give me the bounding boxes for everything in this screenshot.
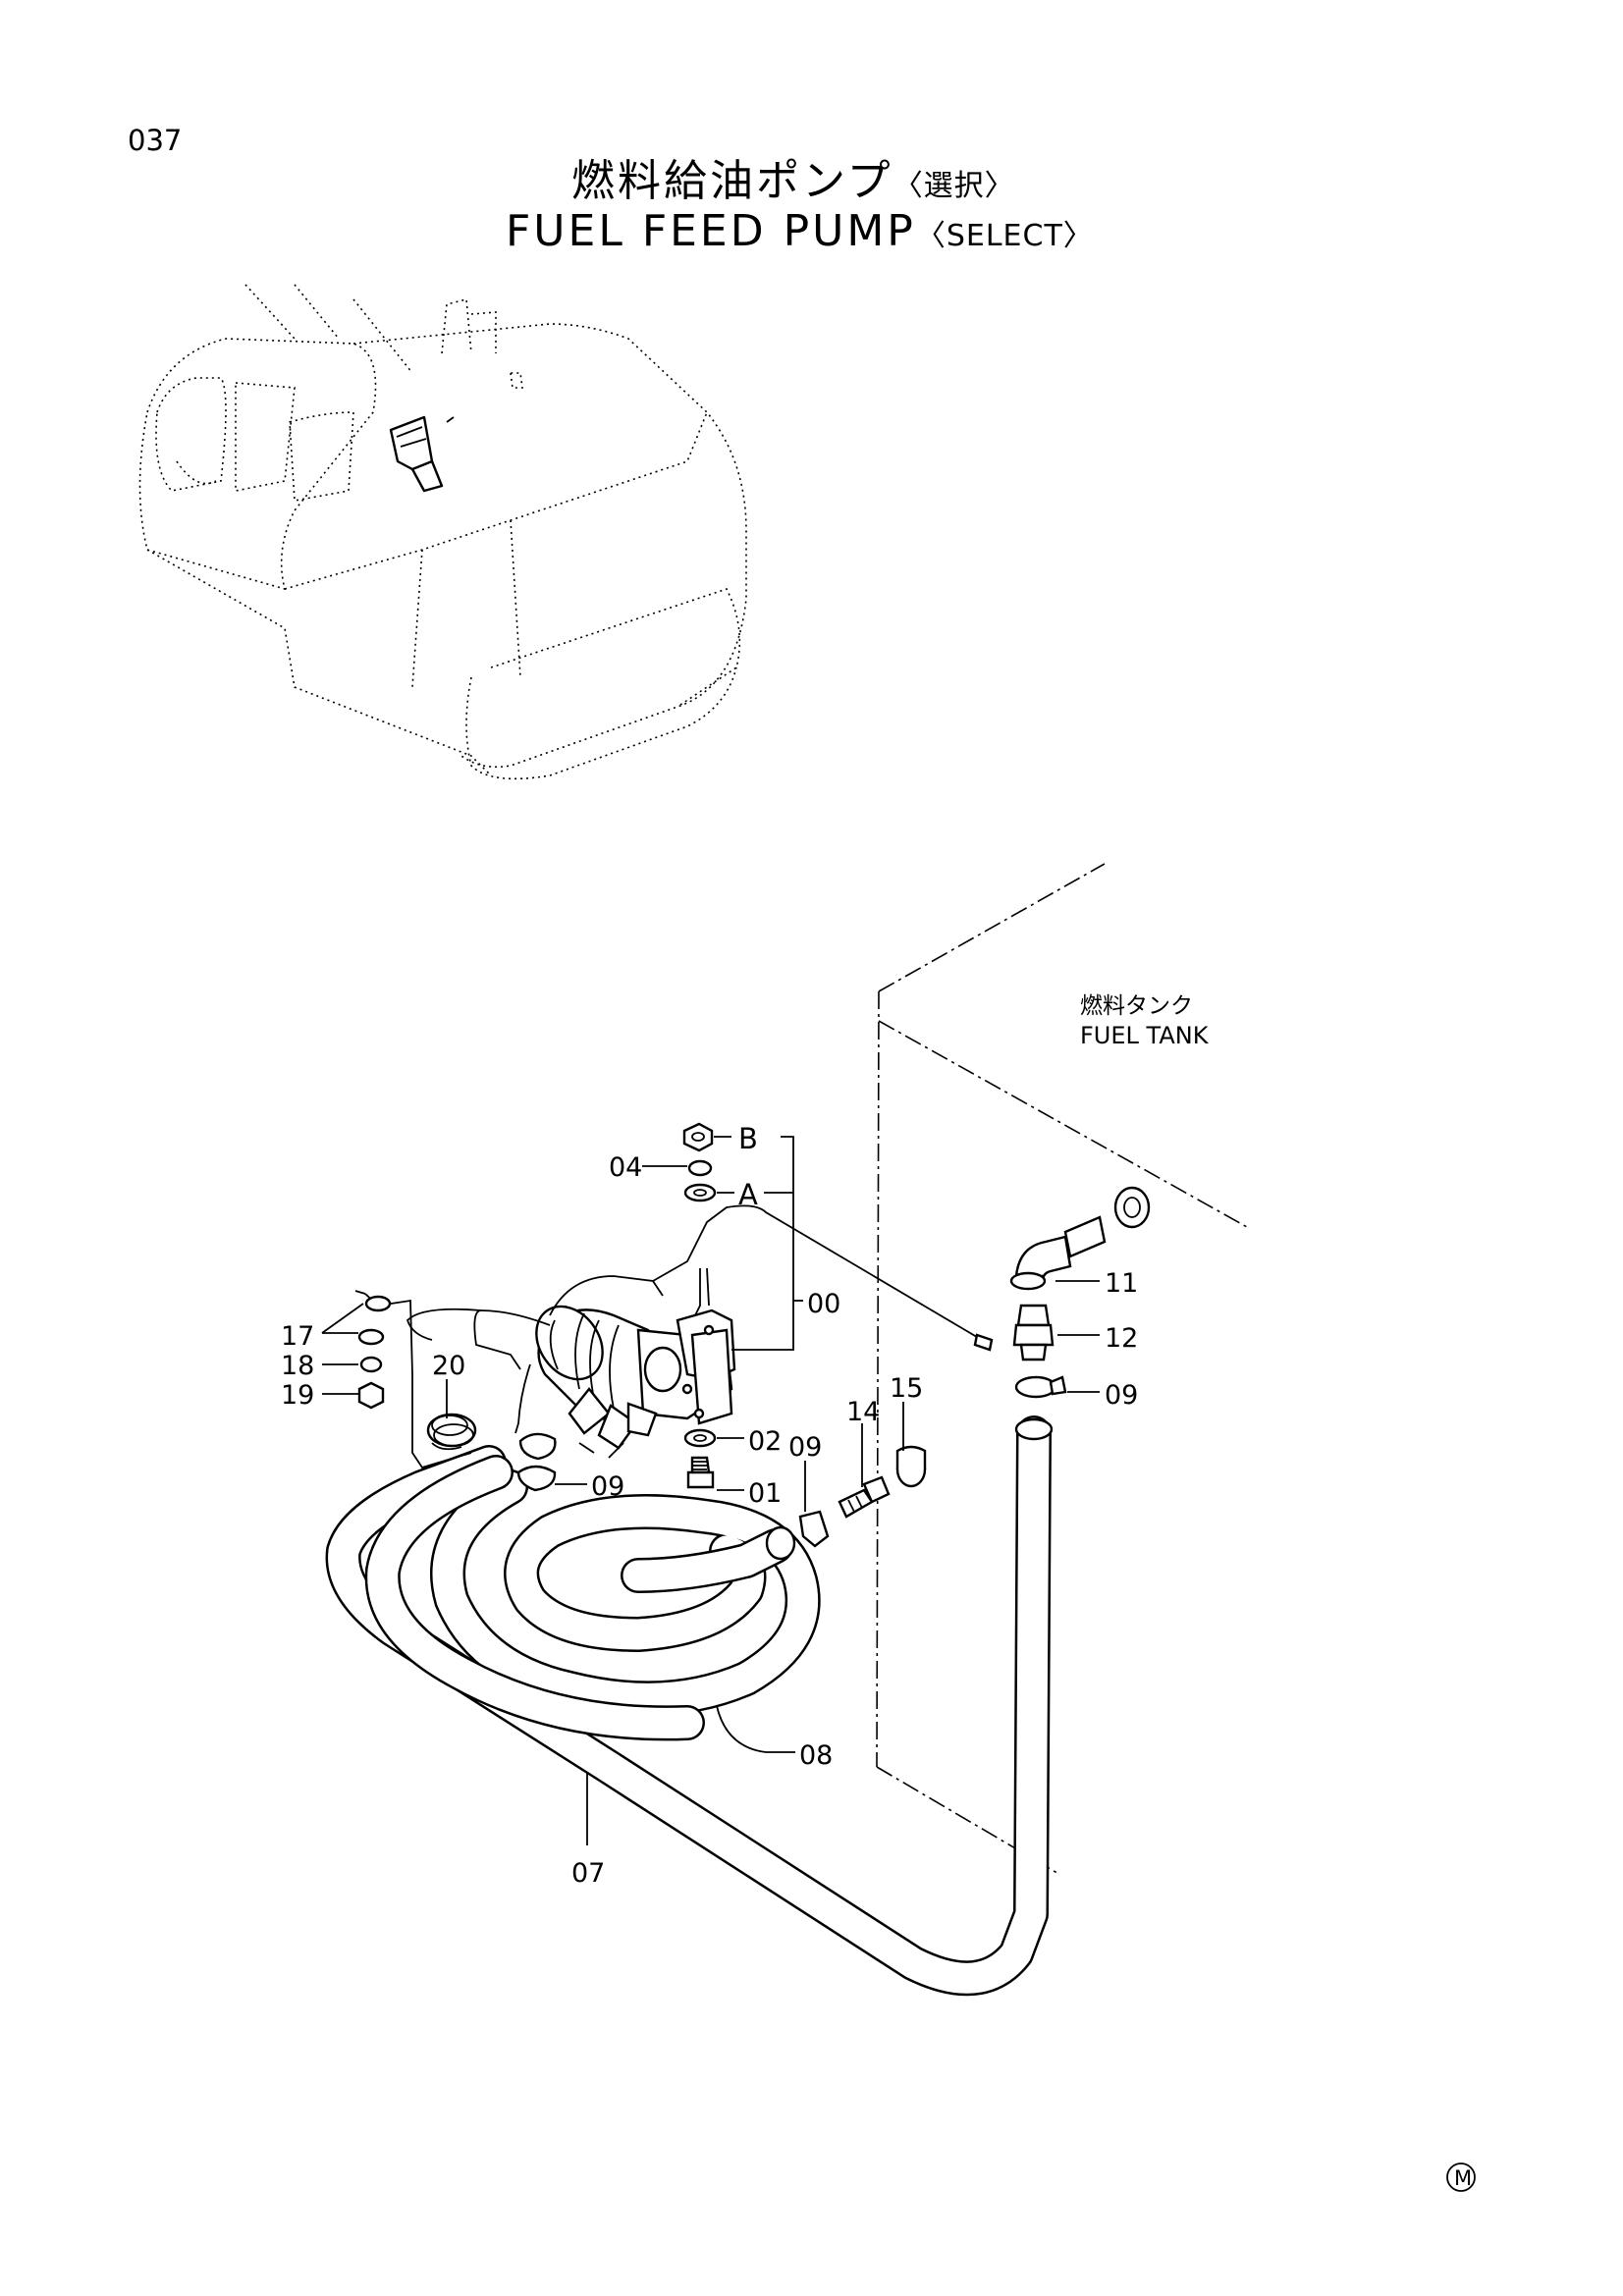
callout-a: A bbox=[738, 1178, 758, 1211]
callout-17: 17 bbox=[281, 1321, 314, 1352]
callout-11: 11 bbox=[1105, 1268, 1138, 1299]
callout-09-mid: 09 bbox=[788, 1432, 822, 1463]
fuel-tank-label-en: FUEL TANK bbox=[1080, 1022, 1210, 1049]
machine-overview-illustration bbox=[138, 284, 747, 780]
m-circle-mark: M bbox=[1446, 2163, 1476, 2192]
hose-08-coiled bbox=[364, 1455, 821, 1741]
callout-02: 02 bbox=[748, 1426, 782, 1457]
callout-08: 08 bbox=[799, 1740, 833, 1771]
m-mark-letter: M bbox=[1454, 2166, 1472, 2190]
title-ja-text: 燃料給油ポンプ bbox=[571, 156, 893, 206]
callout-18: 18 bbox=[281, 1351, 314, 1381]
title-en-qualifier: 〈SELECT〉 bbox=[915, 219, 1094, 253]
title-en-text: FUEL FEED PUMP bbox=[506, 206, 916, 256]
page-title-japanese: 燃料給油ポンプ〈選択〉 bbox=[571, 145, 1015, 208]
page-number: 037 bbox=[128, 124, 183, 157]
hose-07 bbox=[325, 1415, 1054, 1997]
callout-12: 12 bbox=[1105, 1323, 1138, 1354]
callout-14: 14 bbox=[846, 1397, 880, 1427]
hardware-parts bbox=[357, 1122, 1151, 1548]
callout-07: 07 bbox=[571, 1858, 605, 1889]
callout-04: 04 bbox=[609, 1152, 642, 1183]
callout-09-upper: 09 bbox=[591, 1471, 624, 1502]
fuel-pump-assembly bbox=[354, 1204, 994, 1469]
callout-labels: B A 04 00 02 01 17 18 19 20 09 09 14 15 … bbox=[281, 993, 1210, 1889]
callout-09-tank: 09 bbox=[1105, 1380, 1138, 1411]
callout-19: 19 bbox=[281, 1380, 314, 1411]
leader-lines bbox=[321, 1136, 1100, 1845]
callout-b: B bbox=[738, 1122, 758, 1155]
callout-00: 00 bbox=[807, 1289, 840, 1319]
page-title-english: FUEL FEED PUMP〈SELECT〉 bbox=[506, 206, 1094, 256]
callout-20: 20 bbox=[432, 1351, 465, 1381]
callout-01: 01 bbox=[748, 1478, 782, 1509]
fuel-tank-label-ja: 燃料タンク bbox=[1080, 993, 1193, 1019]
callout-15: 15 bbox=[890, 1373, 923, 1404]
title-ja-qualifier: 〈選択〉 bbox=[893, 169, 1015, 203]
